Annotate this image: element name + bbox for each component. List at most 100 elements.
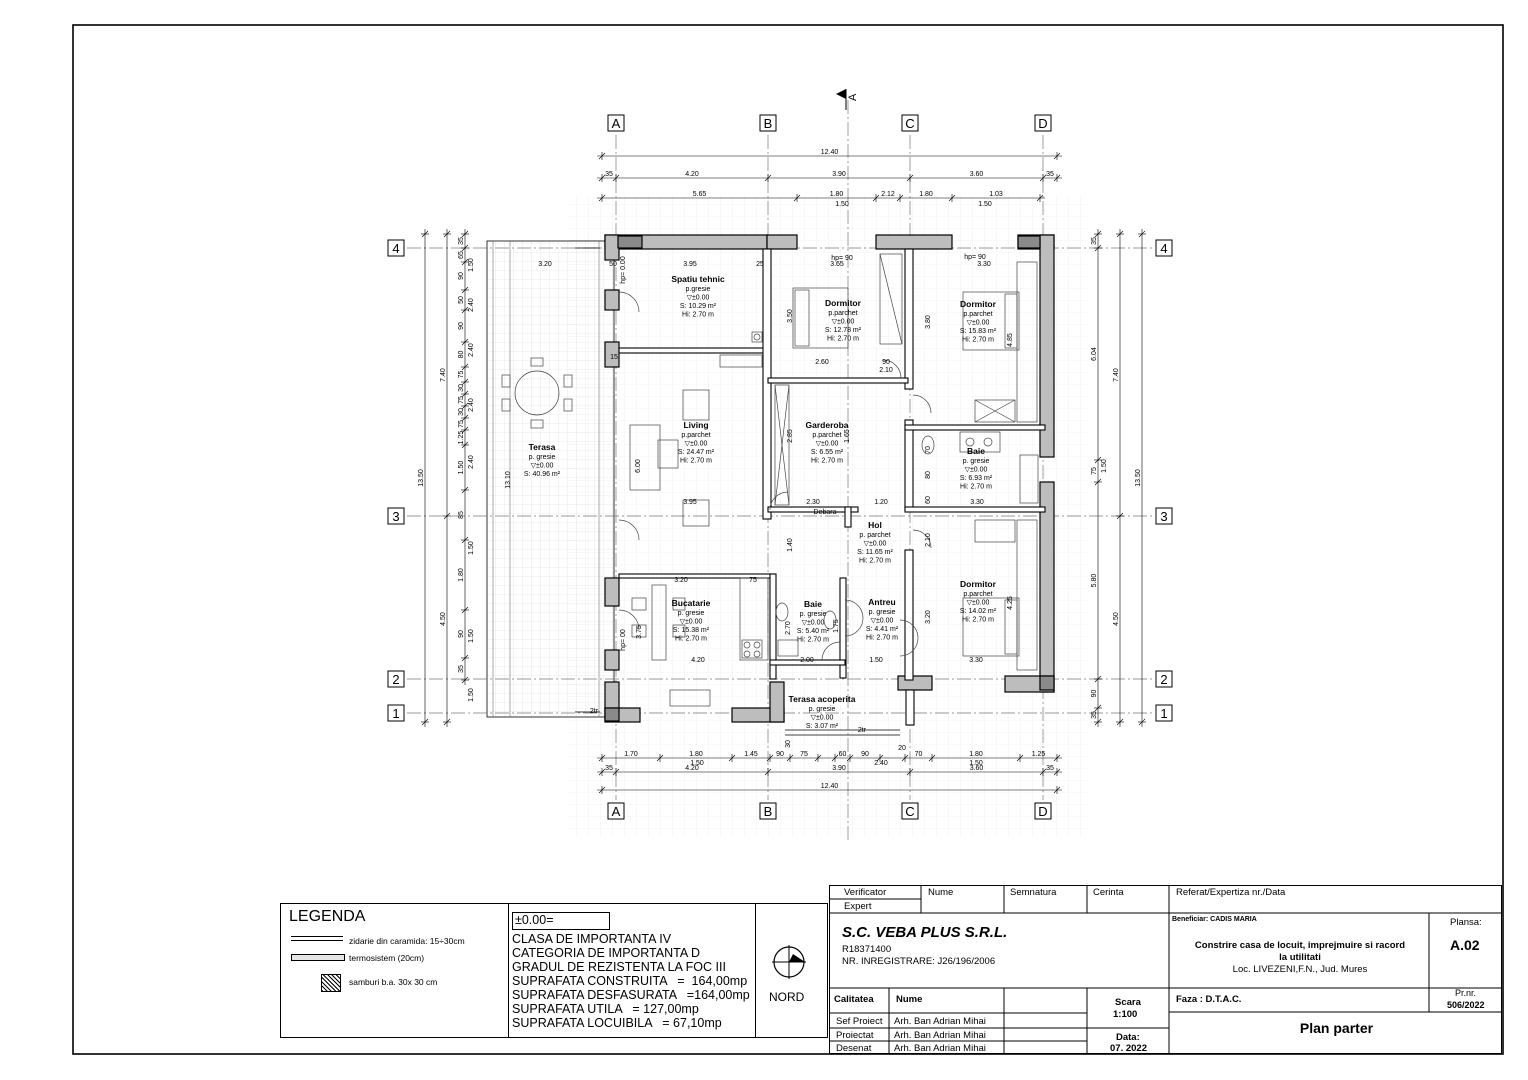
- axis-bubble-label: 1: [1160, 706, 1167, 721]
- room-detail: Hi: 2.70 m: [962, 617, 994, 624]
- tb-plansa-label: Plansa:: [1450, 917, 1482, 928]
- room-detail: p.parchet: [963, 591, 992, 598]
- room-detail: Hi: 2.70 m: [797, 637, 829, 644]
- room-detail: S: 40.96 m²: [524, 471, 561, 478]
- legend-item-brick: zidarie din caramida: 15÷30cm: [349, 936, 465, 946]
- dim-bottom: 20: [898, 745, 906, 752]
- dim-top: 3.90: [832, 171, 846, 178]
- dim-bottom: 2.40: [874, 760, 888, 767]
- tb-expert: Expert: [844, 901, 872, 912]
- tb-semnatura: Semnatura: [1010, 887, 1057, 898]
- room-detail: p.parchet: [681, 432, 710, 439]
- dim-top: 2.12: [881, 191, 895, 198]
- room-detail: p. gresie: [963, 458, 990, 465]
- room-detail: ▽±0.00: [864, 541, 887, 548]
- dim-bottom: 90: [776, 751, 784, 758]
- inner-dim: 50: [609, 261, 617, 268]
- terrace-floor: [486, 240, 615, 718]
- dim-right-overall: 13.50: [1135, 469, 1142, 487]
- dim-left: 35: [458, 665, 465, 673]
- inner-dim: hp= 00: [620, 629, 627, 651]
- room-detail: S: 6.93 m²: [960, 475, 993, 482]
- tb-role: Desenat: [836, 1043, 872, 1054]
- axis-bubble-label: D: [1038, 116, 1047, 131]
- dim-right: 75: [1091, 467, 1098, 475]
- dim-bottom: 60: [839, 751, 847, 758]
- dim-top: 1.50: [978, 201, 992, 208]
- axis-bubble: [1155, 704, 1173, 722]
- tb-prnr-label: Pr.nr.: [1455, 988, 1477, 998]
- room-detail: p. gresie: [678, 610, 705, 617]
- axis-bubble-label: D: [1038, 804, 1047, 819]
- room-detail: S: 6.55 m²: [811, 449, 844, 456]
- inner-dim: 3.20: [674, 577, 688, 584]
- dim-right: 90: [1091, 690, 1098, 698]
- dim-top: 3.60: [970, 171, 984, 178]
- room-name: Dormitor: [825, 298, 862, 308]
- walls: [604, 234, 1055, 723]
- dim-top: 1.03: [989, 191, 1003, 198]
- axis-bubble-label: 4: [392, 241, 399, 256]
- axis-bubble-label: 3: [1160, 509, 1167, 524]
- tb-beneficiar: Beneficiar: CADIS MARIA: [1172, 916, 1257, 923]
- tb-scara-label: Scara: [1115, 997, 1141, 1008]
- inner-dim: 4.25: [1007, 596, 1014, 610]
- dim-left: 30: [458, 408, 465, 416]
- tb-role: Sef Proiect: [836, 1016, 883, 1027]
- inner-dim: 1.75: [833, 619, 840, 633]
- tb-referat: Referat/Expertiza nr./Data: [1176, 887, 1286, 898]
- dim-bottom: 1.25: [1032, 751, 1046, 758]
- info-lines: CLASA DE IMPORTANTA IV CATEGORIA DE IMPO…: [512, 932, 752, 1030]
- room-detail: ▽±0.00: [811, 715, 834, 722]
- inner-dim: 3.30: [969, 657, 983, 664]
- room-detail: ▽±0.00: [967, 600, 990, 607]
- tb-reg2: NR. INREGISTRARE: J26/196/2006: [842, 956, 996, 967]
- tb-plan-title: Plan parter: [1299, 1020, 1374, 1036]
- dim-bottom: 35: [605, 765, 613, 772]
- room-detail: p. gresie: [809, 706, 836, 713]
- dim-left: 1.50: [468, 258, 475, 272]
- tb-reg1: R18371400: [842, 944, 892, 955]
- dim-left: 65: [458, 251, 465, 259]
- dim-left-overall: 13.50: [418, 469, 425, 487]
- room-name: Spatiu tehnic: [671, 274, 725, 284]
- inner-dim: 3.30: [977, 261, 991, 268]
- dim-left: 90: [458, 630, 465, 638]
- room-name: Dormitor: [960, 299, 997, 309]
- inner-dim: 2.00: [800, 657, 814, 664]
- dim-bottom: 1.80: [689, 751, 703, 758]
- section-label: A: [847, 93, 859, 101]
- level-box: ±0.00=: [512, 912, 610, 930]
- room-name: Antreu: [868, 597, 895, 607]
- room-detail: p. parchet: [859, 532, 890, 539]
- dim-left: 1.80: [458, 568, 465, 582]
- tb-beneficiar-label: Beneficiar:: [1172, 916, 1209, 923]
- dim-bottom: 1.80: [969, 751, 983, 758]
- dim-bottom: 3.90: [832, 765, 846, 772]
- inner-dim: 3.95: [683, 499, 697, 506]
- title-block: Verificator Expert Nume Semnatura Cerint…: [829, 885, 1502, 1054]
- north-arrow-icon: [772, 945, 806, 979]
- axis-bubble: [387, 670, 405, 688]
- inner-dim: hp= 0.00: [620, 256, 627, 284]
- tb-plansa: A.02: [1450, 937, 1480, 953]
- room-detail: ▽±0.00: [816, 441, 839, 448]
- dim-top: 35: [1046, 171, 1054, 178]
- room-detail: S: 3.07 m²: [806, 723, 839, 730]
- inner-dim: 3.20: [925, 610, 932, 624]
- dim-bottom: 35: [1046, 765, 1054, 772]
- inner-dim: 1.50: [869, 657, 883, 664]
- title-block-grid: [829, 885, 1502, 1054]
- room-detail: Hi: 2.70 m: [827, 336, 859, 343]
- legend-left: LEGENDA zidarie din caramida: 15÷30cm te…: [281, 904, 509, 1037]
- inner-dim: hp= 90: [831, 255, 853, 262]
- axis-bubble-label: B: [764, 116, 773, 131]
- axis-bubble: [607, 114, 625, 132]
- inner-dim: 75: [749, 577, 757, 584]
- axis-bubble: [387, 704, 405, 722]
- inner-dim: 3.50: [787, 309, 794, 323]
- info-line: SUPRAFATA LOCUIBILA = 67,10mp: [512, 1016, 722, 1030]
- inner-dim: 2.10: [925, 533, 932, 547]
- dim-top: 1.50: [835, 201, 849, 208]
- tb-person: Arh. Ban Adrian Mihai: [894, 1016, 986, 1027]
